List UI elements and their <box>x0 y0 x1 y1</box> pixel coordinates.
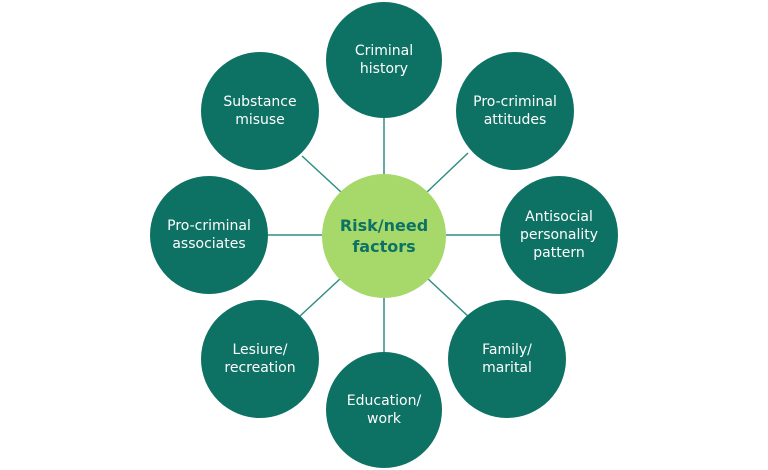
center-node: Risk/need factors <box>322 174 446 298</box>
node-label-line: personality <box>519 227 599 243</box>
node-substance-misuse: Substance misuse <box>201 52 319 170</box>
node-label-line: Lesiure/ <box>232 342 288 358</box>
node-pro-criminal-associates: Pro-criminal associates <box>150 176 268 294</box>
node-label-line: pattern <box>533 245 585 261</box>
node-label-line: Antisocial <box>525 209 593 225</box>
connector-family-marital <box>426 277 471 319</box>
node-label-line: attitudes <box>483 112 547 128</box>
center-label-line-2: factors <box>352 237 416 256</box>
node-label-line: work <box>367 411 401 427</box>
node-label-line: associates <box>172 236 246 252</box>
node-label-line: history <box>359 61 409 77</box>
node-label-line: Family/ <box>482 342 532 358</box>
node-antisocial-personality-pattern: Antisocial personality pattern <box>500 176 618 294</box>
node-label-line: Substance <box>223 94 297 110</box>
node-label-line: Pro-criminal <box>167 218 251 234</box>
center-label-line-1: Risk/need <box>339 216 429 235</box>
node-education-work: Education/ work <box>326 352 442 468</box>
node-label-line: marital <box>482 360 532 376</box>
node-label-line: recreation <box>224 360 296 376</box>
node-label-line: Criminal <box>354 43 414 59</box>
connector-lesiure-recreation <box>299 277 342 317</box>
connector-substance-misuse <box>301 155 342 193</box>
connector-pro-criminal-attitudes <box>426 152 469 193</box>
node-label-line: Education/ <box>346 393 422 409</box>
node-family-marital: Family/ marital <box>448 300 566 418</box>
node-label-line: misuse <box>235 112 285 128</box>
node-label-line: Pro-criminal <box>473 94 557 110</box>
node-lesiure-recreation: Lesiure/ recreation <box>201 300 319 418</box>
node-pro-criminal-attitudes: Pro-criminal attitudes <box>456 52 574 170</box>
node-criminal-history: Criminal history <box>326 2 442 118</box>
